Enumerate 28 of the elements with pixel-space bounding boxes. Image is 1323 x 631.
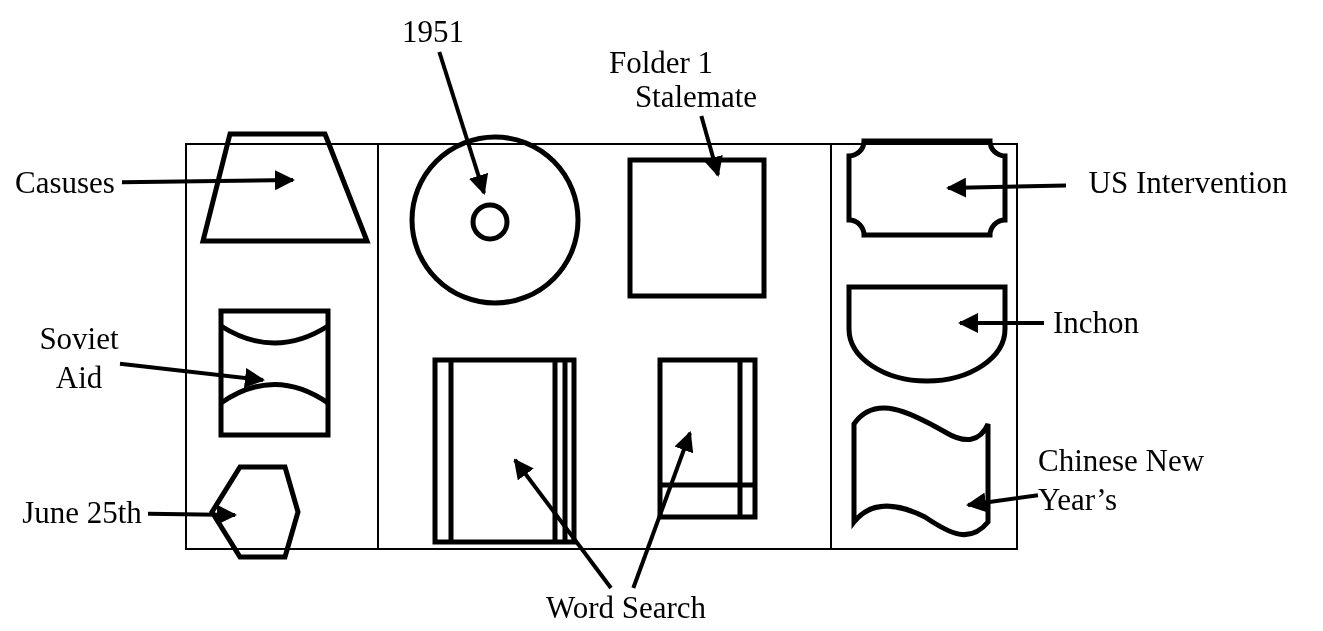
grid-shape [657, 357, 758, 520]
leader-arrow [147, 504, 237, 525]
callout-label: Inchon [1044, 304, 1148, 342]
leader-arrow [966, 492, 1039, 513]
leader-arrow [513, 458, 613, 590]
delay-shape [846, 284, 1008, 384]
leader-arrow [631, 431, 694, 589]
callout-label: Casuses [8, 164, 122, 202]
leader-arrow [699, 115, 723, 177]
drum-shape [218, 308, 331, 438]
hexagon-shape [209, 464, 301, 560]
callout-label: Chinese New Year’s [1038, 440, 1242, 522]
callout-label: Word Search [536, 588, 716, 628]
callout-label: 1951 [402, 12, 464, 52]
circle-shape [409, 134, 581, 306]
plaque-shape [846, 138, 1008, 238]
leader-arrow [958, 313, 1044, 333]
callout-label: June 25th [16, 494, 148, 532]
leader-arrow [946, 177, 1067, 198]
circle-shape [470, 202, 510, 242]
leader-arrow [119, 361, 265, 388]
leader-arrow [121, 170, 295, 191]
frame-shape [432, 357, 577, 545]
callout-label: US Intervention [1066, 164, 1310, 202]
leader-arrow [437, 51, 489, 195]
trapezoid-shape [200, 131, 370, 244]
box-shape [627, 157, 767, 299]
callout-label: Soviet Aid [38, 318, 120, 400]
